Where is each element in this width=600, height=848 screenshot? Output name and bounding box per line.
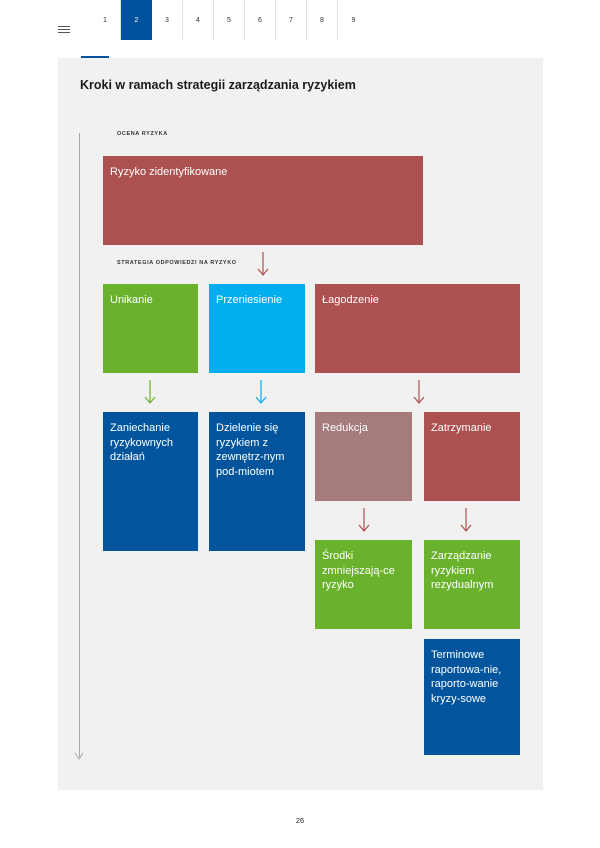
page-tab-3[interactable]: 3 [152,0,183,40]
menu-icon[interactable] [58,26,70,34]
page-tab-6[interactable]: 6 [245,0,276,40]
timeline-line [79,133,80,757]
arrow-down-icon [144,380,156,404]
section-label-response: STRATEGIA ODPOWIEDZI NA RYZYKO [117,260,237,266]
timeline-arrow-icon [74,752,84,760]
arrow-down-icon [413,380,425,404]
box-retention: Zatrzymanie [424,412,520,501]
page-tab-8[interactable]: 8 [307,0,338,40]
arrow-down-icon [257,252,269,276]
box-identified-risk: Ryzyko zidentyfikowane [103,156,423,245]
box-avoidance: Unikanie [103,284,198,373]
page-navigation: 1 2 3 4 5 6 7 8 9 [90,0,369,40]
page-tab-5[interactable]: 5 [214,0,245,40]
box-reduction-measures: Środki zmniejszają-ce ryzyko [315,540,412,629]
active-tab-underline [81,56,109,59]
page-tab-7[interactable]: 7 [276,0,307,40]
box-avoid-action: Zaniechanie ryzykownych działań [103,412,198,551]
box-transfer: Przeniesienie [209,284,305,373]
box-transfer-action: Dzielenie się ryzykiem z zewnętrz-nym po… [209,412,305,551]
box-reduction: Redukcja [315,412,412,501]
box-mitigation: Łagodzenie [315,284,520,373]
arrow-down-icon [460,508,472,532]
box-residual-management: Zarządzanie ryzykiem rezydualnym [424,540,520,629]
box-reporting: Terminowe raportowa-nie, raporto-wanie k… [424,639,520,755]
page-tab-2-active[interactable]: 2 [121,0,152,40]
page-title: Kroki w ramach strategii zarządzania ryz… [80,78,356,92]
section-label-assessment: OCENA RYZYKA [117,131,168,137]
page-tab-9[interactable]: 9 [351,16,356,24]
page-tab-1[interactable]: 1 [90,0,121,40]
page-tab-4[interactable]: 4 [183,0,214,40]
arrow-down-icon [255,380,267,404]
arrow-down-icon [358,508,370,532]
page-number: 26 [295,816,305,825]
